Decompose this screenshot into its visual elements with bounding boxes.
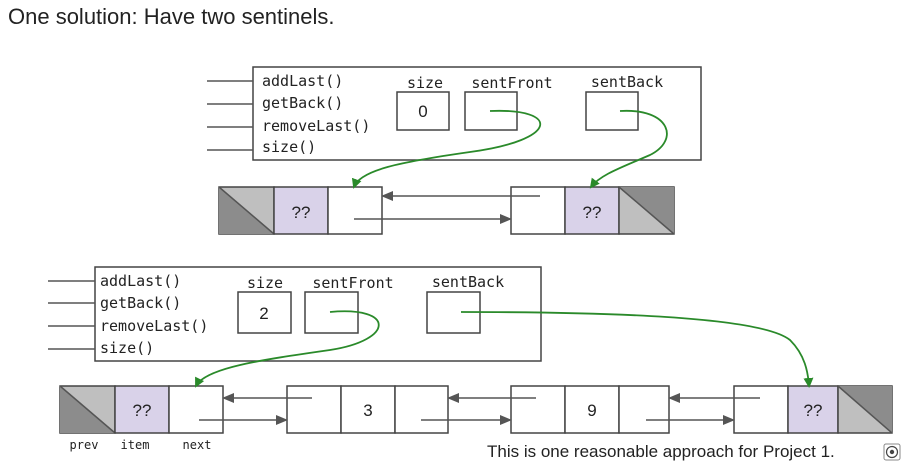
field-label-prev: prev [70, 438, 99, 452]
method-removeLast: removeLast() [100, 317, 208, 335]
node-item: ?? [583, 203, 602, 222]
node-item: ?? [292, 203, 311, 222]
sentFront-label: sentFront [471, 74, 552, 92]
size-box [237, 291, 292, 334]
top-deque-object: addLast() getBack() removeLast() size() … [207, 66, 702, 161]
top-front-sentinel-node: ?? [218, 186, 383, 235]
size-value: 0 [418, 102, 427, 121]
method-removeLast: removeLast() [262, 117, 370, 135]
node-item: ?? [133, 401, 152, 420]
size-box [396, 91, 450, 131]
slide-title: One solution: Have two sentinels. [8, 4, 335, 29]
node-item: 9 [587, 401, 596, 420]
sentFront-label: sentFront [312, 274, 393, 292]
field-label-next: next [183, 438, 212, 452]
sentFront-pointer-arrow [351, 109, 541, 189]
node-item: 3 [363, 401, 372, 420]
bottom-deque-object: addLast() getBack() removeLast() size() … [48, 266, 542, 362]
sentBack-pointer-arrow [589, 110, 668, 189]
size-label: size [247, 274, 283, 292]
size-value: 2 [259, 304, 268, 323]
list-node-3: 3 [286, 385, 449, 434]
sentBack-pointer-arrow [460, 311, 814, 388]
sentBack-label: sentBack [432, 273, 504, 291]
method-getBack: getBack() [100, 294, 181, 312]
method-size: size() [100, 339, 154, 357]
method-addLast: addLast() [262, 72, 343, 90]
bottom-back-sentinel-node: ?? [733, 385, 893, 434]
bottom-front-sentinel-node: ?? [59, 385, 224, 434]
node-item: ?? [804, 401, 823, 420]
list-node-9: 9 [510, 385, 670, 434]
sentFront-pointer-arrow [195, 310, 380, 388]
field-label-item: item [121, 438, 150, 452]
method-addLast: addLast() [100, 272, 181, 290]
size-label: size [407, 74, 443, 92]
top-back-sentinel-node: ?? [510, 186, 675, 235]
sentBack-label: sentBack [591, 73, 663, 91]
method-size: size() [262, 138, 316, 156]
caption-text: This is one reasonable approach for Proj… [487, 442, 835, 461]
license-icon [883, 443, 901, 461]
method-getBack: getBack() [262, 94, 343, 112]
